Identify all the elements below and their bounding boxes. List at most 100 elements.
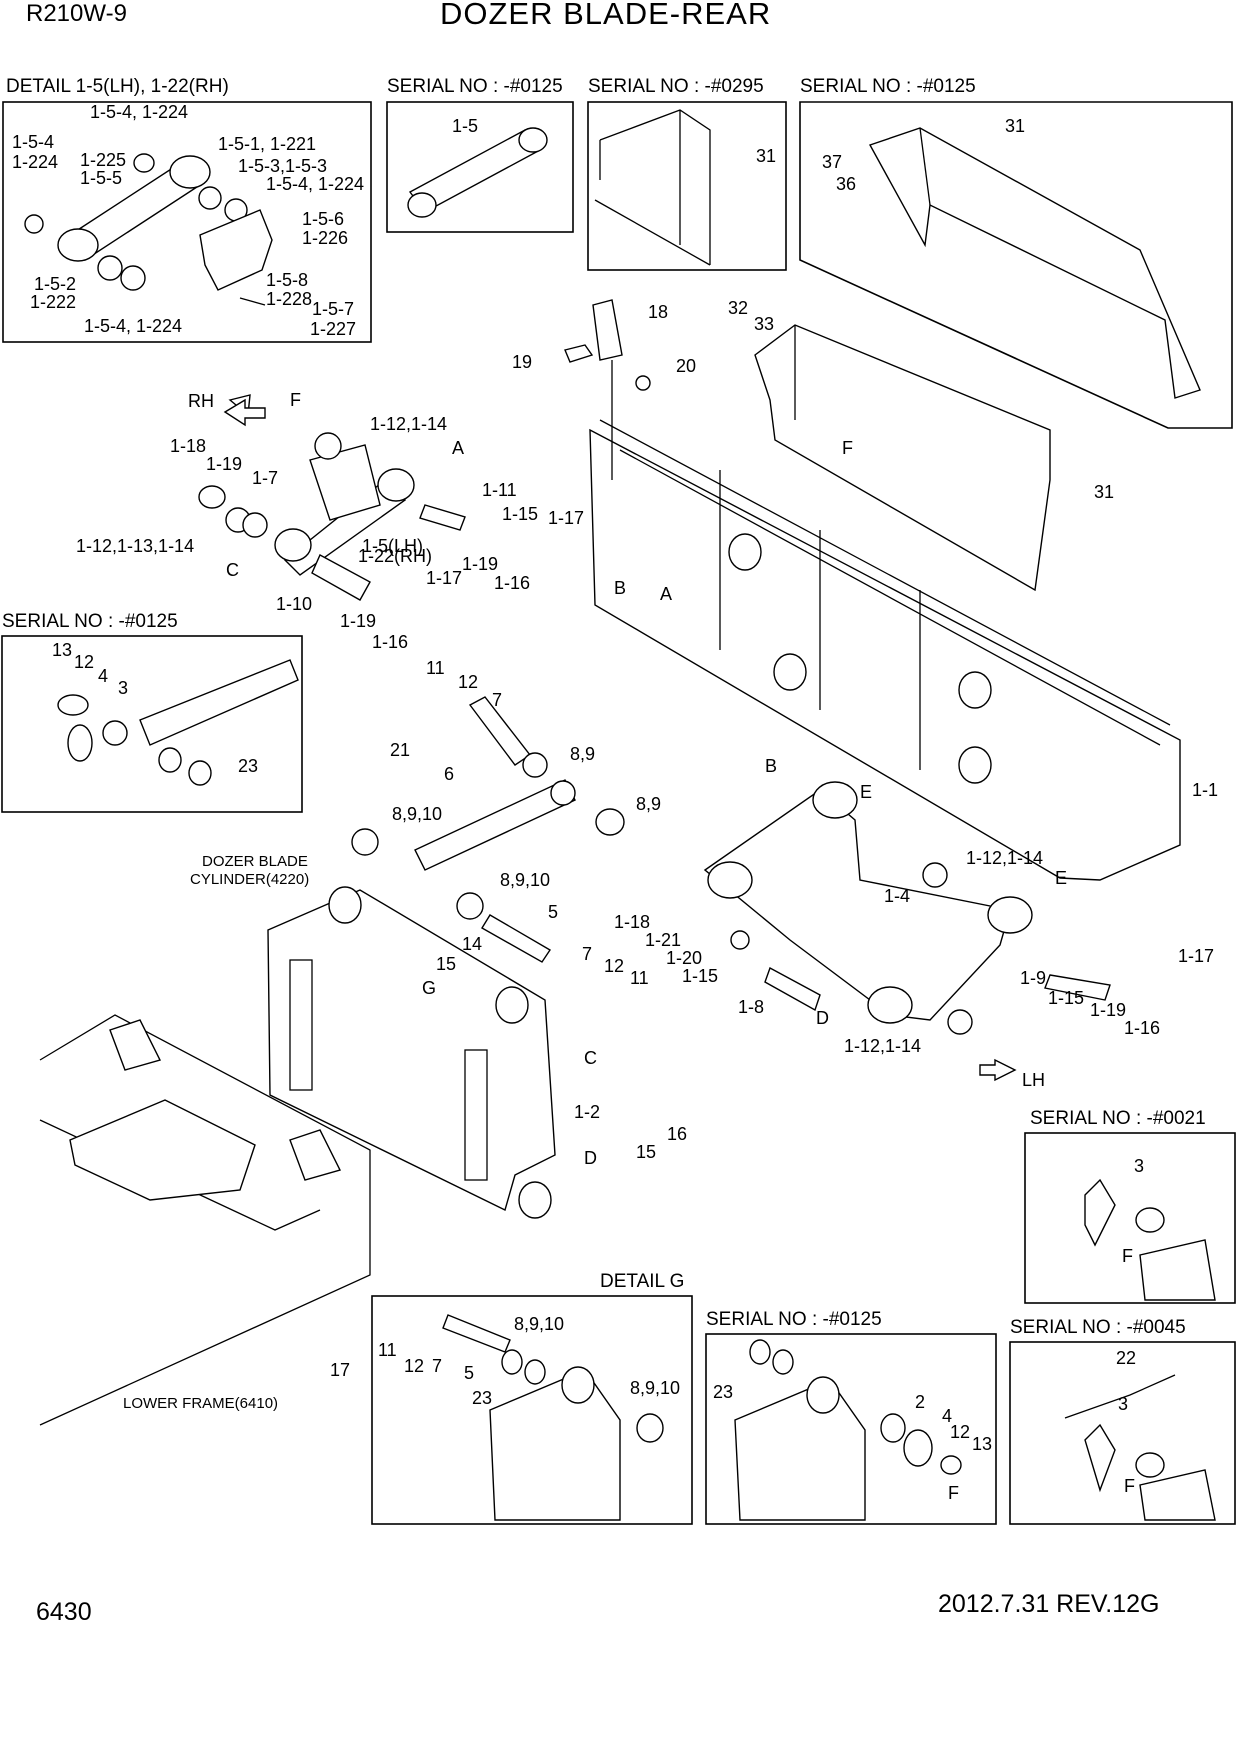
part-callout: 1-11 (482, 480, 517, 500)
serial-0295-panel: SERIAL NO : -#0295 (587, 76, 787, 271)
part-callout: 1-16 (494, 573, 530, 593)
part-callout: 1-22(RH) (358, 546, 432, 566)
revision-stamp: 2012.7.31 REV.12G (938, 1590, 1160, 1618)
serial-0125-cylinder-panel: SERIAL NO : -#0125 (1, 611, 303, 813)
part-callout: B (614, 578, 626, 598)
part-callout: 22 (1116, 1348, 1136, 1368)
part-callout: 1-5-4, 1-224 (266, 174, 364, 194)
part-callout: 1-12,1-14 (370, 414, 447, 434)
part-callout: F (1122, 1246, 1133, 1266)
part-callout: 36 (836, 174, 856, 194)
part-callout: 21 (390, 740, 410, 760)
part-callout: 33 (754, 314, 774, 334)
part-callout: F (1124, 1476, 1135, 1496)
part-callout: 1-9 (1020, 968, 1046, 988)
serial-0021-heading: SERIAL NO : -#0021 (1030, 1108, 1206, 1129)
serial-0125-heading-a: SERIAL NO : -#0125 (387, 76, 563, 97)
part-callout: 14 (462, 934, 482, 954)
part-callout: 1-5-4 (12, 132, 54, 152)
part-callout: C (584, 1048, 597, 1068)
part-callout: E (1055, 868, 1067, 888)
serial-0045-heading: SERIAL NO : -#0045 (1010, 1317, 1186, 1338)
serial-0295-heading: SERIAL NO : -#0295 (588, 76, 764, 97)
part-callout: 1-18 (170, 436, 206, 456)
part-callout: 1-4 (884, 886, 910, 906)
guard-31 (754, 324, 1051, 592)
part-callout: 5 (464, 1363, 474, 1383)
dozer-blade-cylinder (351, 696, 625, 963)
part-callout: 18 (648, 302, 668, 322)
part-callout: 13 (52, 640, 72, 660)
serial-0125-heading-c: SERIAL NO : -#0125 (2, 611, 178, 632)
part-callout: 31 (1005, 116, 1025, 136)
part-callout: A (660, 584, 672, 604)
part-callout: 8,9 (636, 794, 661, 814)
part-callout: 1-10 (276, 594, 312, 614)
bracket-18 (564, 299, 651, 480)
part-callout: 1-17 (1178, 946, 1214, 966)
serial-0125-bottom-panel: SERIAL NO : -#0125 (705, 1309, 997, 1525)
part-callout: 1-226 (302, 228, 348, 248)
lower-frame (39, 1014, 371, 1426)
serial-0125-link-panel: SERIAL NO : -#0125 (386, 76, 574, 233)
part-callout: 1-12,1-13,1-14 (76, 536, 194, 556)
part-callout: 8,9,10 (392, 804, 442, 824)
part-callout: 1-5-4, 1-224 (90, 102, 188, 122)
part-callout: C (226, 560, 239, 580)
part-callout: 1-5-6 (302, 209, 344, 229)
part-callout: 8,9,10 (500, 870, 550, 890)
part-callout: 1-18 (614, 912, 650, 932)
part-callout: 1-12,1-14 (966, 848, 1043, 868)
detail-g-heading: DETAIL G (600, 1271, 684, 1292)
part-callout: 20 (676, 356, 696, 376)
part-callout: 1-5-3,1-5-3 (238, 156, 327, 176)
part-callout: 12 (950, 1422, 970, 1442)
part-callout: 1-19 (462, 554, 498, 574)
part-callout: 1-8 (738, 997, 764, 1017)
part-callout: D (816, 1008, 829, 1028)
part-callout: 23 (713, 1382, 733, 1402)
part-callout: 1-224 (12, 152, 58, 172)
part-callout: 16 (667, 1124, 687, 1144)
part-callout: 1-7 (252, 468, 278, 488)
part-callout: 1-15 (1048, 988, 1084, 1008)
detail-g-panel: DETAIL G (371, 1271, 693, 1525)
detail-1-5-heading: DETAIL 1-5(LH), 1-22(RH) (6, 76, 229, 97)
serial-0125-heading-d: SERIAL NO : -#0125 (706, 1309, 882, 1330)
part-callout: 13 (972, 1434, 992, 1454)
part-callout: 3 (118, 678, 128, 698)
model-label: R210W-9 (26, 0, 127, 27)
part-callout: 2 (915, 1392, 925, 1412)
link-1-4 (703, 781, 1111, 1035)
part-callout: 1-21 (645, 930, 681, 950)
part-callout: 23 (238, 756, 258, 776)
part-callout: 17 (330, 1360, 350, 1380)
part-callout: 1-15 (502, 504, 538, 524)
part-callout: 1-16 (1124, 1018, 1160, 1038)
part-callout: 1-225 (80, 150, 126, 170)
part-callout: 1-5 (452, 116, 478, 136)
mounting-bracket-1-2 (267, 886, 556, 1219)
part-callout: 4 (942, 1406, 952, 1426)
part-callout: F (842, 438, 853, 458)
part-callout: 7 (492, 690, 502, 710)
part-callout: F (948, 1483, 959, 1503)
part-callout: 23 (472, 1388, 492, 1408)
serial-0021-panel: SERIAL NO : -#0021 (1024, 1108, 1236, 1304)
serial-0045-panel: SERIAL NO : -#0045 (1009, 1317, 1236, 1525)
part-callout: 1-17 (426, 568, 462, 588)
lower-frame-annotation: LOWER FRAME(6410) (123, 1395, 278, 1412)
lh-marker: LH (1022, 1070, 1045, 1090)
part-callout: 15 (436, 954, 456, 974)
part-callout: 1-5-1, 1-221 (218, 134, 316, 154)
page-number: 6430 (36, 1598, 92, 1626)
part-callout: 12 (404, 1356, 424, 1376)
part-callout: 1-5-7 (312, 299, 354, 319)
part-callout: 8,9,10 (514, 1314, 564, 1334)
part-callout: 1-228 (266, 289, 312, 309)
part-callout: 32 (728, 298, 748, 318)
part-callout: E (860, 782, 872, 802)
link-1-5-main (198, 394, 466, 601)
